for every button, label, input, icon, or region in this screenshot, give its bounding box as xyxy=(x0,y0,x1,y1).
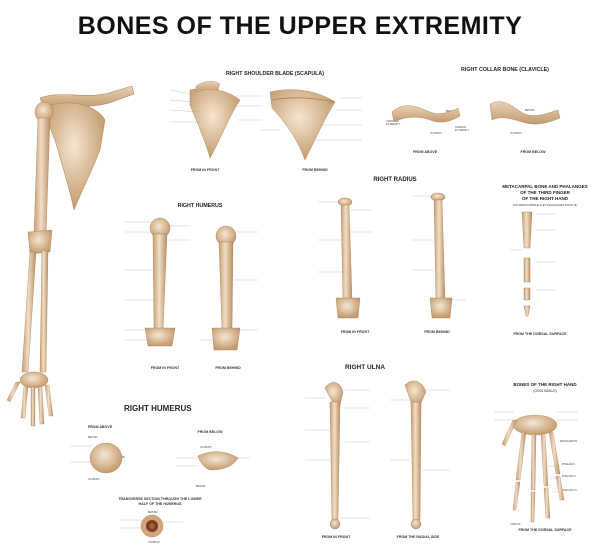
humerus-back-illustration xyxy=(211,225,241,351)
humerus2-below-behind: BEHIND xyxy=(196,485,206,488)
humerus-transverse-illustration xyxy=(140,514,164,538)
radius-behind-label: FROM BEHIND xyxy=(424,330,450,334)
hand-phalanx2-label: PHALANX II xyxy=(562,475,576,478)
hand-phalanx1-label: PHALANX I xyxy=(562,463,576,466)
hand-title: BONES OF THE RIGHT HAND xyxy=(513,382,577,387)
radius-back-illustration xyxy=(429,192,453,319)
radius-front-label: FROM IN FRONT xyxy=(340,330,370,334)
humerus-below-illustration xyxy=(197,451,239,471)
humerus2-section-title: TRANSVERSE SECTION THROUGH THE LOWER HAL… xyxy=(118,497,202,506)
hand-bones-illustration xyxy=(501,414,565,523)
leader-lines xyxy=(70,89,578,529)
radius-title: RIGHT RADIUS xyxy=(373,177,417,183)
page-title: BONES OF THE UPPER EXTREMITY xyxy=(77,12,523,40)
clavicle-below-behind: BEHIND xyxy=(525,109,535,112)
ulna-side-label: FROM THE RADIAL SIDE xyxy=(396,535,440,539)
humerus-title: RIGHT HUMERUS xyxy=(177,203,223,209)
hand-view-label: FROM THE DORSAL SURFACE xyxy=(518,528,572,532)
clavicle-below-label: FROM BELOW xyxy=(520,150,546,154)
clavicle-above-front: IN FRONT xyxy=(430,132,442,135)
clavicle-above-label: FROM ABOVE xyxy=(412,150,438,154)
hand-metacarpus-label: METACARPUS xyxy=(560,440,578,443)
full-arm-skeleton xyxy=(6,85,135,427)
humerus2-below-front: IN FRONT xyxy=(200,446,212,449)
scapula-back-illustration xyxy=(269,89,336,161)
clavicle-below-illustration xyxy=(489,101,561,125)
hand-subtitle: (OSSA MANUS) xyxy=(533,389,557,393)
humerus2-below-title: FROM BELOW xyxy=(197,430,223,434)
clavicle-below-front: IN FRONT xyxy=(510,132,522,135)
ulna-title: RIGHT ULNA xyxy=(344,364,386,371)
humerus2-above-title: FROM ABOVE xyxy=(87,425,113,429)
humerus2-section-front: IN FRONT xyxy=(148,541,160,544)
clavicle-above-sternal: STERNAL EXTREMITY xyxy=(455,126,470,132)
hand-phalanx3-label: PHALANX III xyxy=(562,489,577,492)
clavicle-title: RIGHT COLLAR BONE (CLAVICLE) xyxy=(461,67,549,73)
humerus-front-illustration xyxy=(144,217,176,347)
humerus2-above-front: IN FRONT xyxy=(88,478,100,481)
ulna-front-illustration xyxy=(324,382,344,530)
third-finger-illustration xyxy=(521,211,533,317)
ulna-front-label: FROM IN FRONT xyxy=(321,535,351,539)
scapula-behind-label: FROM BEHIND xyxy=(302,168,328,172)
metacarpal-view-label: FROM THE DORSAL SURFACE xyxy=(513,332,567,336)
ulna-radial-side-illustration xyxy=(404,380,427,530)
humerus2-section-behind: BEHIND xyxy=(148,511,158,514)
metacarpal-subtitle: (OS METACARPALE III ET PHALANGES DIGITI … xyxy=(512,203,578,207)
humerus-behind-label: FROM BEHIND xyxy=(215,366,241,370)
clavicle-above-illustration xyxy=(391,105,461,123)
scapula-front-illustration xyxy=(189,81,241,159)
humerus2-above-behind: BEHIND xyxy=(88,436,98,439)
metacarpal-title: METACARPAL BONE AND PHALANGES OF THE THI… xyxy=(502,184,588,201)
hand-carpus-label: CARPUS xyxy=(510,523,521,526)
clavicle-above-acromial: ACROMIAL EXTREMITY xyxy=(386,120,401,126)
scapula-title: RIGHT SHOULDER BLADE (SCAPULA) xyxy=(226,71,324,77)
humerus2-title: RIGHT HUMERUS xyxy=(124,404,192,413)
humerus-head-above-illustration xyxy=(89,442,123,474)
humerus-front-label: FROM IN FRONT xyxy=(150,366,180,370)
radius-front-illustration xyxy=(335,197,361,319)
scapula-front-label: FROM IN FRONT xyxy=(190,168,220,172)
